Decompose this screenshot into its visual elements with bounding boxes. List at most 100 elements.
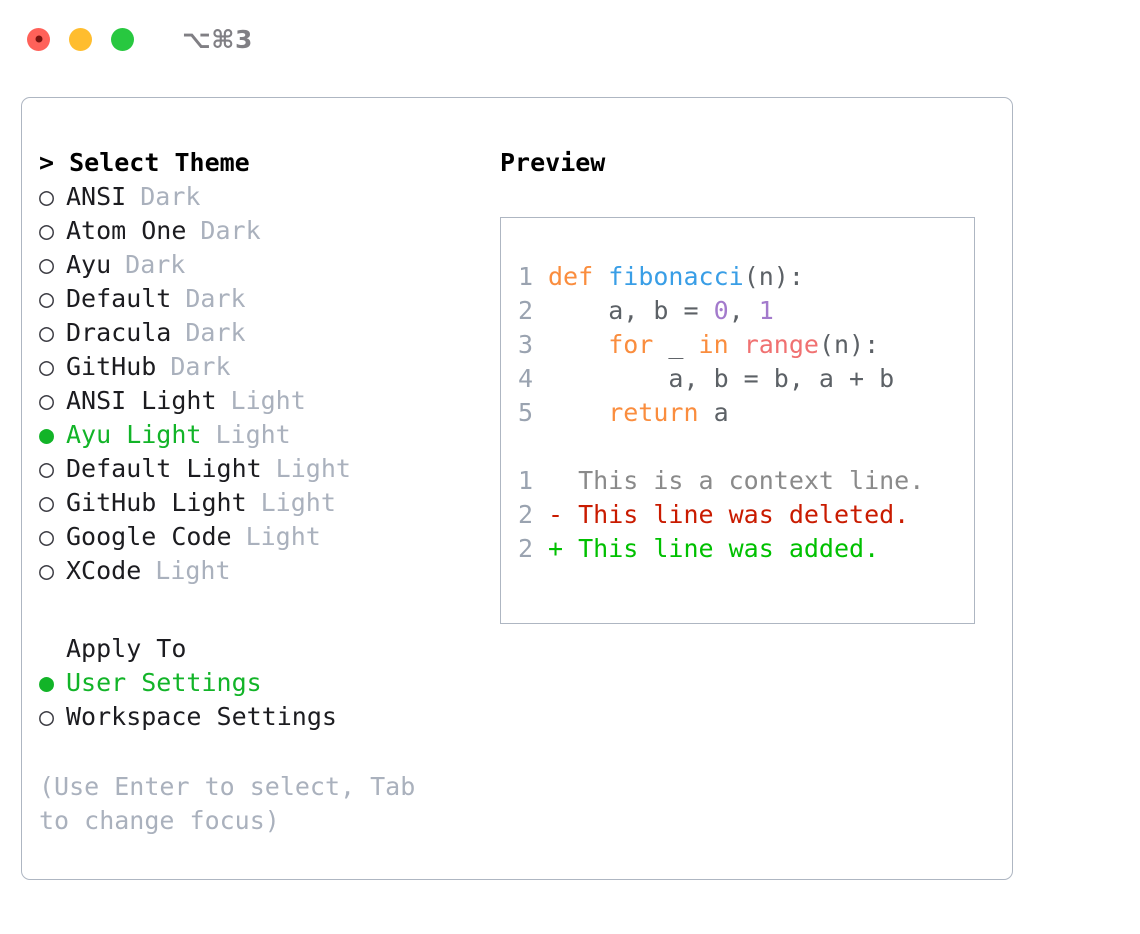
code-line-content: a, b = 0, 1 [548, 294, 774, 328]
code-token-kw: return [548, 398, 714, 427]
theme-variant-tag: Dark [185, 284, 246, 313]
code-token-plain: _ [668, 330, 699, 359]
theme-variant-tag: Light [230, 386, 306, 415]
radio-unselected-icon: ○ [39, 216, 55, 245]
code-token-kw: in [698, 330, 744, 359]
radio-unselected-icon: ○ [39, 702, 55, 731]
code-token-plain: a [713, 398, 729, 427]
diff-line-content: - This line was deleted. [548, 498, 909, 532]
select-theme-heading: > Select Theme [39, 148, 250, 177]
radio-unselected-icon: ○ [39, 522, 55, 551]
window-controls [27, 27, 134, 51]
code-token-fn: fibonacci [608, 262, 744, 291]
code-line: 3 for _ in range(n): [518, 328, 974, 362]
theme-option-atom-one[interactable]: ○ Atom One Dark [39, 214, 487, 248]
radio-unselected-icon: ○ [39, 182, 55, 211]
apply-to-option-workspace-settings[interactable]: ○ Workspace Settings [39, 700, 487, 734]
line-number: 1 [518, 466, 534, 495]
radio-unselected-icon: ○ [39, 488, 55, 517]
diff-marker: + [548, 534, 579, 563]
theme-option-ayu-light[interactable]: ● Ayu Light Light [39, 418, 487, 452]
code-line-content: a, b = b, a + b [548, 362, 894, 396]
theme-variant-tag: Light [215, 420, 291, 449]
theme-variant-tag: Light [275, 454, 351, 483]
diff-text: This line was deleted. [578, 500, 910, 529]
theme-option-label: Atom One [66, 216, 187, 245]
radio-unselected-icon: ○ [39, 318, 55, 347]
apply-to-list[interactable]: ● User Settings ○ Workspace Settings [39, 666, 487, 734]
theme-variant-tag: Light [260, 488, 336, 517]
code-line: 2 a, b = 0, 1 [518, 294, 974, 328]
theme-option-default-light[interactable]: ○ Default Light Light [39, 452, 487, 486]
radio-selected-icon: ● [39, 668, 55, 697]
theme-option-dracula[interactable]: ○ Dracula Dark [39, 316, 487, 350]
diff-marker [548, 466, 578, 495]
diff-text: This is a context line. [578, 466, 925, 495]
diff-text: This line was added. [578, 534, 880, 563]
theme-option-label: Google Code [66, 522, 232, 551]
theme-option-label: Default [66, 284, 172, 313]
apply-to-option-label: User Settings [66, 668, 262, 697]
line-number: 5 [518, 398, 534, 427]
diff-line-deleted: 2 - This line was deleted. [518, 498, 974, 532]
code-token-kw: for [548, 330, 669, 359]
radio-unselected-icon: ○ [39, 352, 55, 381]
code-token-num: 0 [713, 296, 729, 325]
radio-unselected-icon: ○ [39, 386, 55, 415]
diff-sample: 1 This is a context line. 2 - This line wa… [518, 464, 974, 566]
theme-variant-tag: Dark [200, 216, 261, 245]
radio-selected-icon: ● [39, 420, 55, 449]
theme-option-label: ANSI [66, 182, 127, 211]
code-line-content: def fibonacci(n): [548, 260, 804, 294]
theme-variant-tag: Dark [125, 250, 186, 279]
maximize-button[interactable] [111, 27, 134, 51]
code-token-kw: def [548, 262, 609, 291]
radio-unselected-icon: ○ [39, 250, 55, 279]
radio-unselected-icon: ○ [39, 454, 55, 483]
code-token-plain: , [728, 296, 759, 325]
code-token-plain: a, b = b, a + b [548, 364, 895, 393]
diff-line-content: This is a context line. [548, 464, 924, 498]
apply-to-heading: Apply To [66, 634, 187, 663]
theme-option-label: XCode [66, 556, 142, 585]
apply-to-option-user-settings[interactable]: ● User Settings [39, 666, 487, 700]
apply-to-option-label: Workspace Settings [66, 702, 337, 731]
theme-option-label: Ayu Light [66, 420, 202, 449]
code-token-num: 1 [758, 296, 774, 325]
code-token-punc: (n): [818, 330, 880, 359]
code-line-content: for _ in range(n): [548, 328, 879, 362]
minimize-button[interactable] [69, 27, 92, 51]
line-number: 1 [518, 262, 534, 291]
code-line: 4 a, b = b, a + b [518, 362, 974, 396]
theme-option-label: Default Light [66, 454, 262, 483]
theme-option-ayu[interactable]: ○ Ayu Dark [39, 248, 487, 282]
theme-option-label: Ayu [66, 250, 112, 279]
theme-variant-tag: Dark [185, 318, 246, 347]
code-token-plain: a, b = [548, 296, 714, 325]
code-token-bi: range [743, 330, 819, 359]
close-button[interactable] [27, 27, 50, 51]
keyboard-shortcut-label: ⌥⌘3 [182, 24, 253, 54]
line-number: 4 [518, 364, 534, 393]
line-number: 2 [518, 500, 534, 529]
theme-option-label: Dracula [66, 318, 172, 347]
line-number: 2 [518, 534, 534, 563]
line-number: 3 [518, 330, 534, 359]
code-line: 1 def fibonacci(n): [518, 260, 974, 294]
preview-heading: Preview [500, 148, 606, 177]
keyboard-hint-text: (Use Enter to select, Tab to change focu… [39, 772, 416, 835]
